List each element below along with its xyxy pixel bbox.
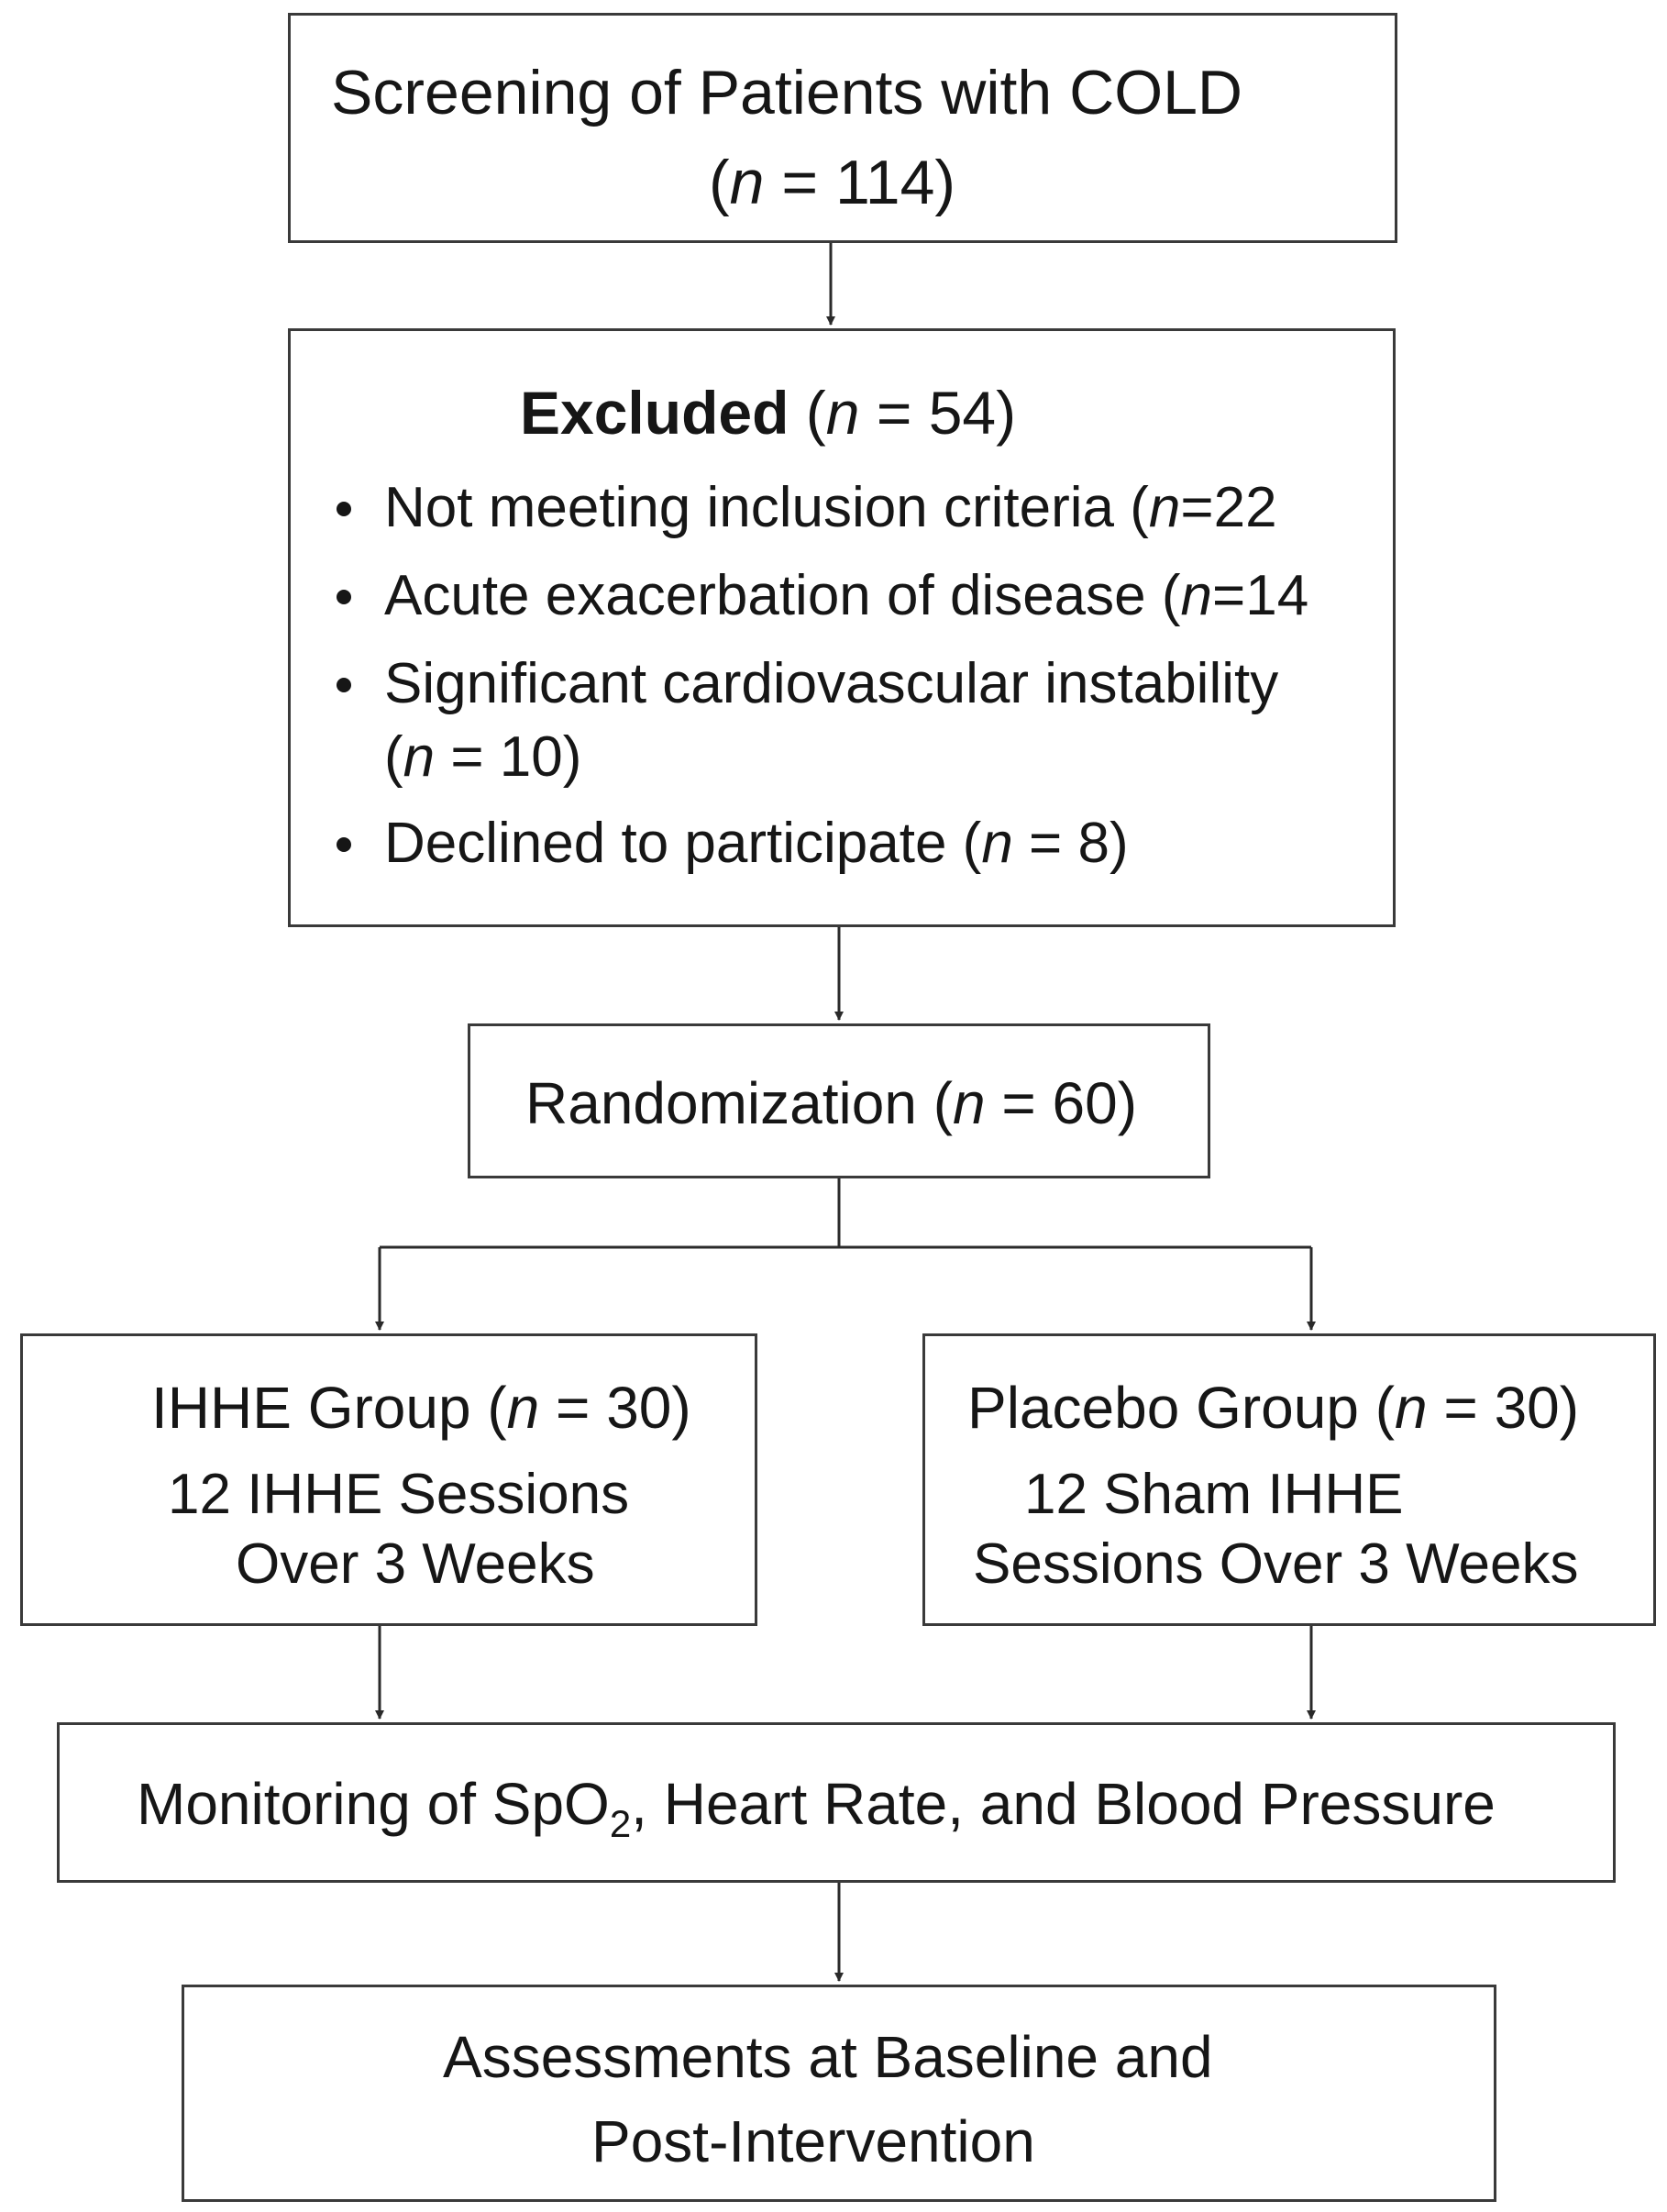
placebo-group-box: Placebo Group (n = 30) 12 Sham IHHE Sess… [922,1333,1656,1626]
excluded-title: Excluded (n = 54) [520,379,1017,447]
placebo-group-line1: 12 Sham IHHE [1024,1463,1404,1526]
randomization-box: Randomization (n = 60) [468,1023,1210,1178]
monitoring-text: Monitoring of SpO2, Heart Rate, and Bloo… [137,1771,1496,1845]
excluded-reason-1: Not meeting inclusion criteria (n=22 [384,476,1277,539]
assessments-line1: Assessments at Baseline and [443,2024,1213,2090]
ihhe-group-line2: Over 3 Weeks [236,1532,595,1596]
ihhe-group-line1: 12 IHHE Sessions [168,1463,630,1526]
excluded-reason-4: Declined to participate (n = 8) [384,812,1129,875]
screening-count: (n = 114) [709,148,956,217]
excluded-reason-3-count: (n = 10) [384,725,582,789]
ihhe-group-box: IHHE Group (n = 30) 12 IHHE Sessions Ove… [20,1333,757,1626]
bullet-2 [337,590,351,604]
excluded-box: Excluded (n = 54) Not meeting inclusion … [288,328,1396,927]
randomization-title: Randomization (n = 60) [525,1070,1138,1136]
screening-title: Screening of Patients with COLD [331,58,1243,127]
assessments-box: Assessments at Baseline and Post-Interve… [182,1985,1496,2202]
placebo-group-title: Placebo Group (n = 30) [967,1375,1580,1441]
placebo-group-line2: Sessions Over 3 Weeks [973,1532,1579,1596]
assessments-line2: Post-Intervention [591,2108,1035,2174]
excluded-reason-3: Significant cardiovascular instability [384,652,1279,715]
excluded-reason-2: Acute exacerbation of disease (n=14 [384,564,1309,627]
ihhe-group-title: IHHE Group (n = 30) [151,1375,691,1441]
bullet-4 [337,837,351,852]
monitoring-box: Monitoring of SpO2, Heart Rate, and Bloo… [57,1722,1616,1883]
screening-box: Screening of Patients with COLD (n = 114… [288,13,1397,243]
bullet-1 [337,502,351,516]
bullet-3 [337,678,351,692]
